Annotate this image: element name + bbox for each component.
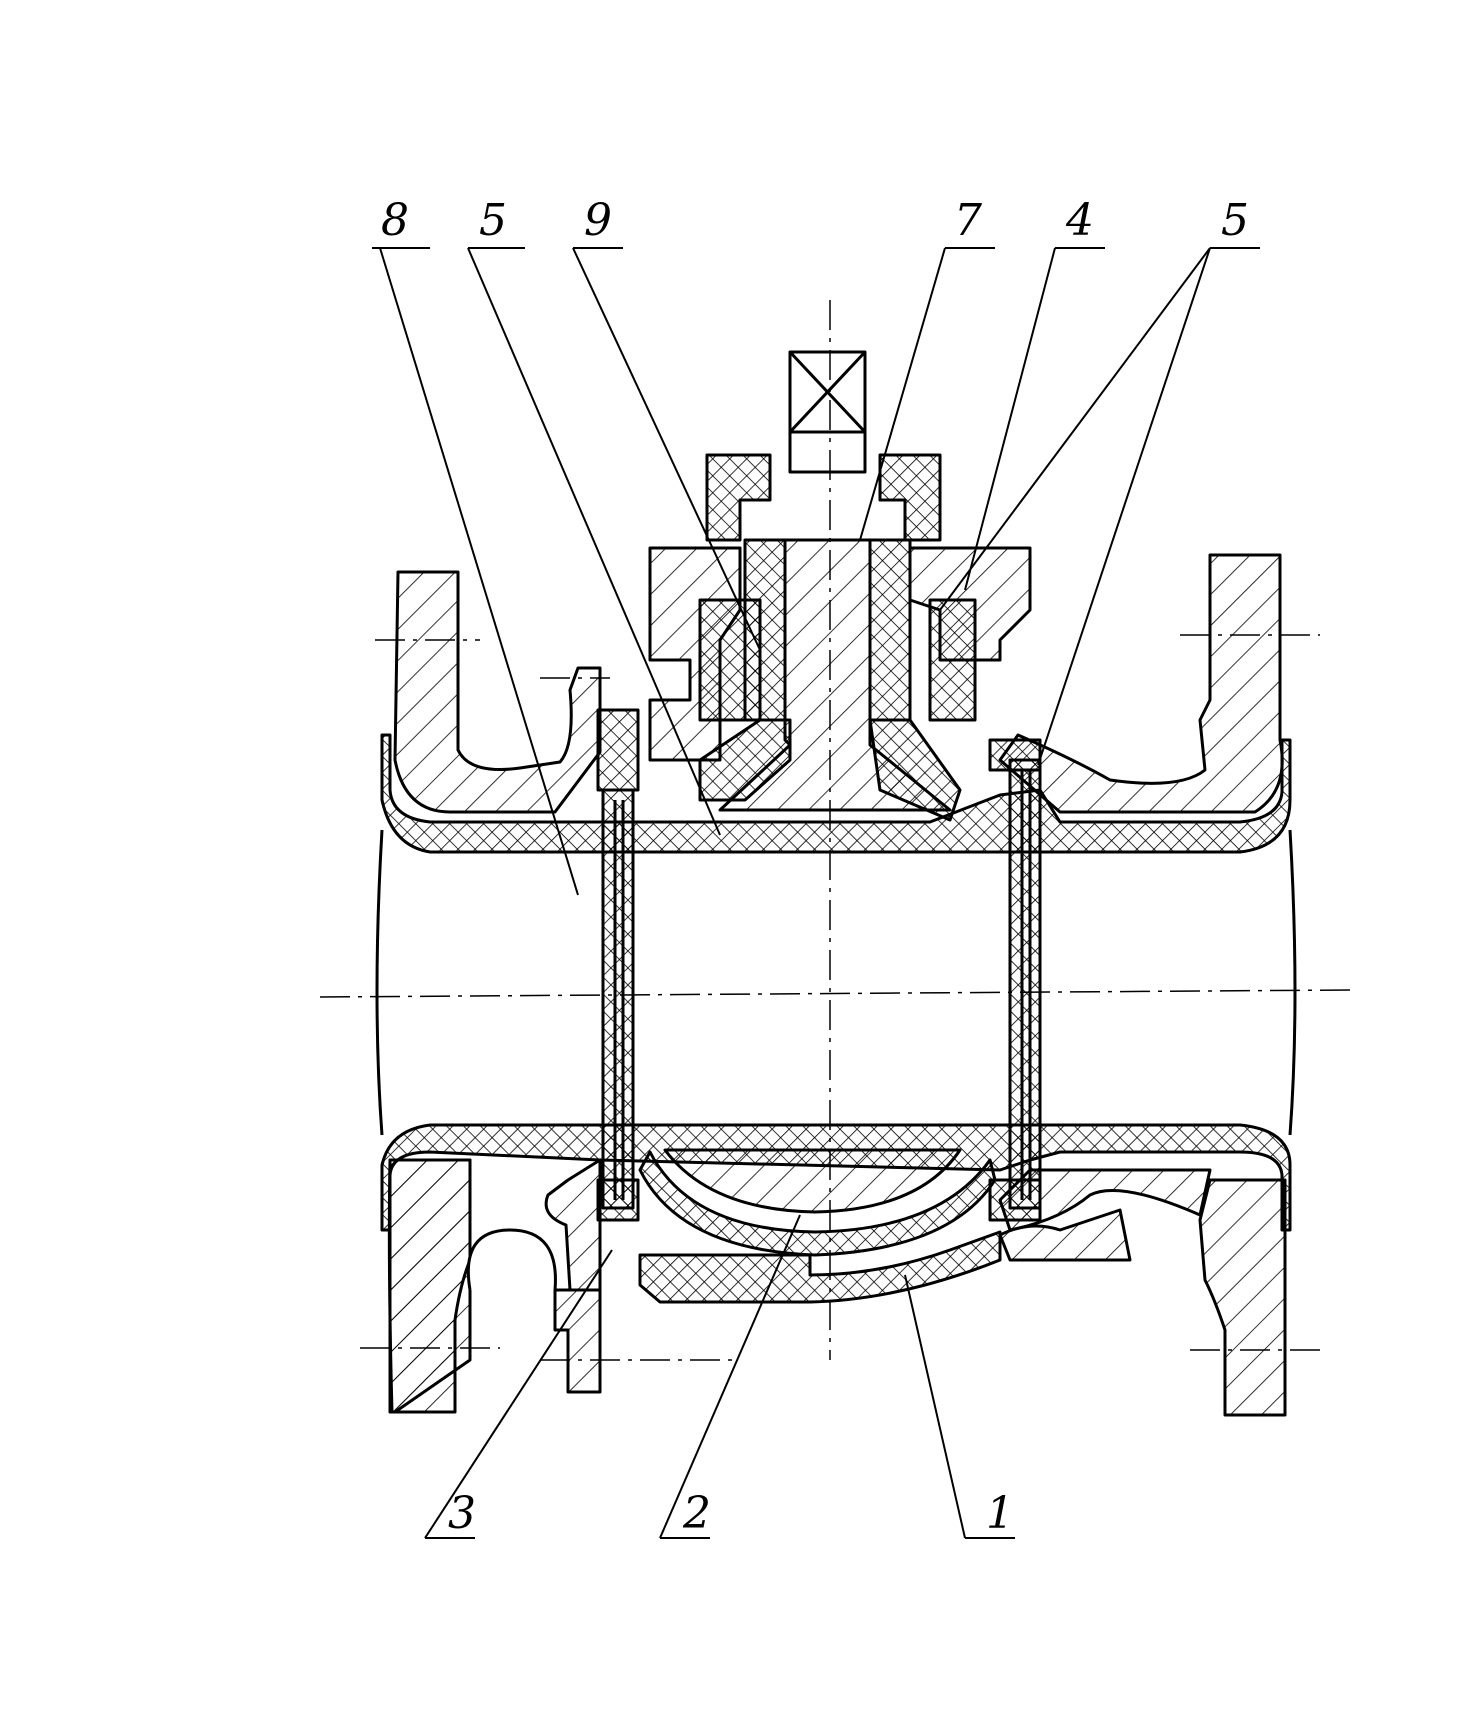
- plug-disc: [638, 1148, 997, 1257]
- bonnet: [648, 453, 1032, 822]
- callout-1: 1: [986, 1488, 1014, 1539]
- callout-3: 3: [448, 1488, 476, 1539]
- callout-2: 2: [682, 1488, 711, 1539]
- callout-5-right: 5: [1221, 195, 1249, 246]
- left-flange: [387, 570, 602, 1414]
- stem-square: [788, 350, 867, 474]
- callout-8: 8: [381, 195, 409, 246]
- seat-rings: [596, 708, 1042, 1222]
- callout-7: 7: [954, 195, 982, 246]
- center-lines: [319, 300, 1351, 1361]
- callout-9: 9: [584, 195, 612, 246]
- callout-4: 4: [1065, 195, 1094, 246]
- bore-outline: [375, 829, 1297, 1136]
- callout-5-left: 5: [479, 195, 507, 246]
- right-flange: [998, 553, 1287, 1417]
- leader-lines: [372, 247, 1260, 1539]
- bottom-plug: [638, 1208, 1132, 1304]
